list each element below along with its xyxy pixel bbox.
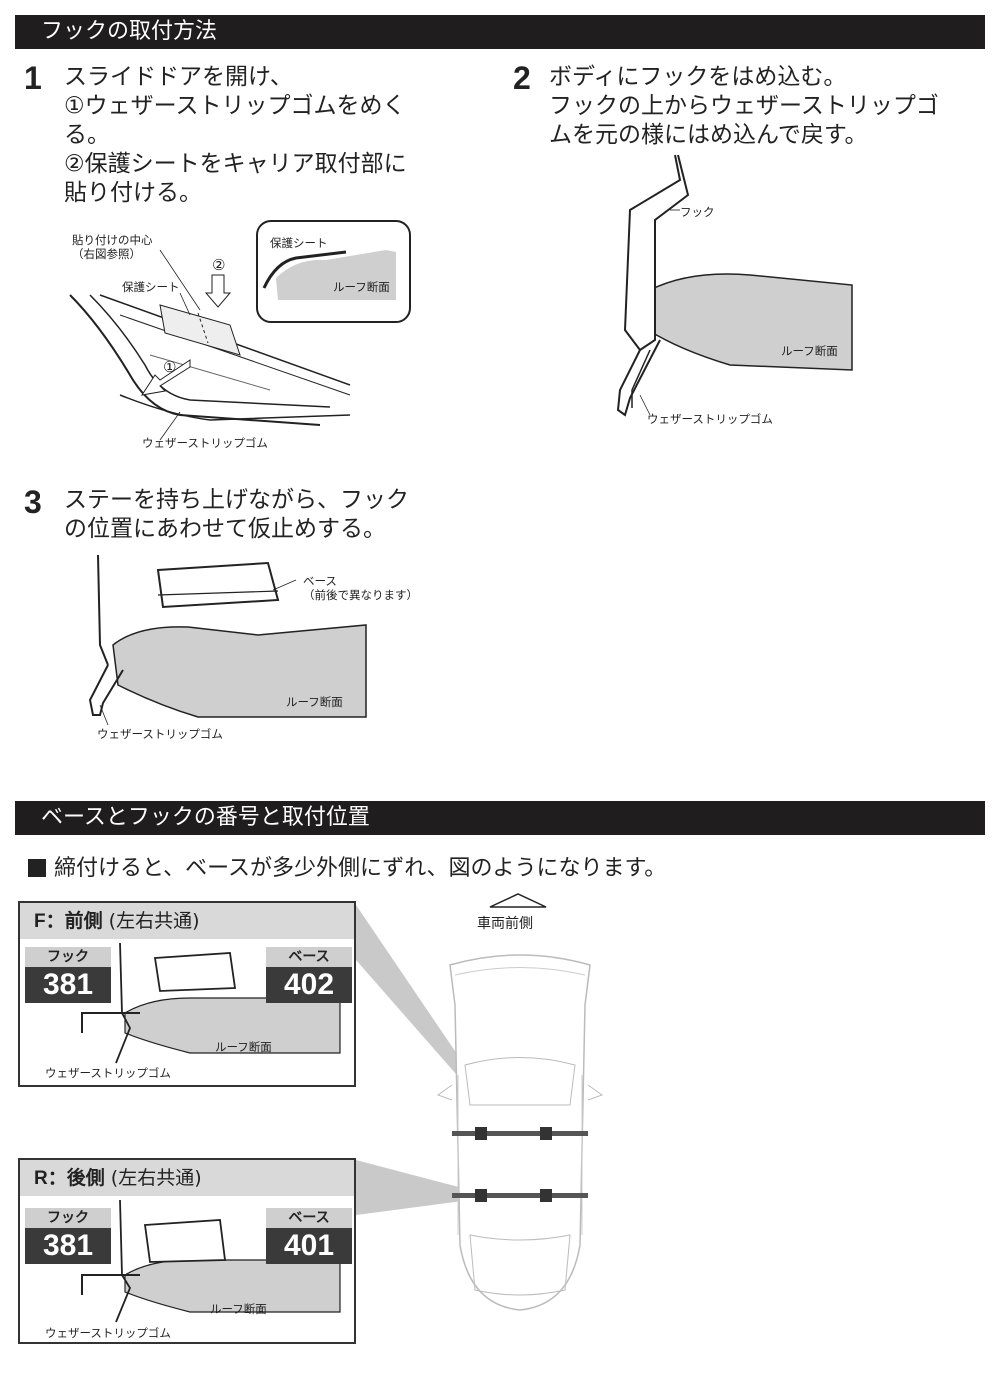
front-base-tag: ベース 402 [266,947,352,1003]
section-header-numbers: ベースとフックの番号と取付位置 [15,801,985,835]
front-hook-number: 381 [25,967,111,1003]
label-protective-sheet: 保護シート [122,280,180,294]
inset-label-sheet: 保護シート [270,236,328,250]
label-roof-2: ルーフ断面 [781,344,838,358]
front-panel: F：前側 (左右共通) フック 381 ベース 402 ルーフ断面 ウェザースト… [18,901,356,1087]
car-top-view [436,954,604,1311]
inset-label-roof: ルーフ断面 [333,280,390,294]
rear-base-number: 401 [266,1228,352,1264]
rear-roof-label: ルーフ断面 [210,1302,267,1316]
front-direction-arrow-icon [489,893,547,908]
front-hook-label: フック [25,947,111,967]
step-2-number: 2 [513,60,531,96]
step-1-inset [256,220,411,323]
label-weatherstrip-3: ウェザーストリップゴム [97,727,223,741]
label-circle-2: ② [212,256,226,274]
label-roof-3: ルーフ断面 [286,695,343,709]
label-weatherstrip-2: ウェザーストリップゴム [647,412,773,426]
section-header-mounting: フックの取付方法 [15,15,985,49]
rear-weather-label: ウェザーストリップゴム [45,1326,171,1340]
front-panel-title: F：前側 (左右共通) [20,903,354,939]
label-base-3: ベース （前後で異なります） [303,574,418,602]
rear-panel-title: R：後側 (左右共通) [20,1160,354,1196]
label-application-center: 貼り付けの中心 （右図参照） [72,233,153,261]
rear-hook-tag: フック 381 [25,1208,111,1264]
label-weatherstrip-1: ウェザーストリップゴム [142,436,268,450]
square-bullet-icon [28,859,46,877]
step-3-text: ステーを持ち上げながら、フック の位置にあわせて仮止めする。 [64,487,409,542]
label-hook-2: フック [680,205,715,219]
step-1-text: スライドドアを開け、 ①ウェザーストリップゴムをめく る。 ②保護シートをキャリ… [64,64,407,206]
tightening-note: 締付けると、ベースが多少外側にずれ、図のようになります。 [28,850,666,882]
step-1-door-illustration [69,249,351,441]
front-hook-tag: フック 381 [25,947,111,1003]
step-2-hook-illustration [616,154,853,417]
front-base-label: ベース [266,947,352,967]
front-roof-label: ルーフ断面 [215,1040,272,1054]
front-base-number: 402 [266,967,352,1003]
rear-panel-illustration [81,1199,341,1323]
front-weather-label: ウェザーストリップゴム [45,1066,171,1080]
step-3-number: 3 [24,484,42,520]
rear-base-label: ベース [266,1208,352,1228]
rear-hook-label: フック [25,1208,111,1228]
rear-base-tag: ベース 401 [266,1208,352,1264]
note-text: 締付けると、ベースが多少外側にずれ、図のようになります。 [54,856,667,881]
step-2-text: ボディにフックをはめ込む。 フックの上からウェザーストリップゴ ムを元の様にはめ… [549,64,939,148]
step-1-number: 1 [24,60,42,96]
step-3-base-illustration [88,554,367,726]
rear-hook-number: 381 [25,1228,111,1264]
rear-panel: R：後側 (左右共通) フック 381 ベース 401 ルーフ断面 ウェザースト… [18,1158,356,1344]
car-front-label: 車両前側 [477,916,533,932]
front-panel-illustration [81,942,341,1064]
label-circle-1: ① [163,358,177,376]
